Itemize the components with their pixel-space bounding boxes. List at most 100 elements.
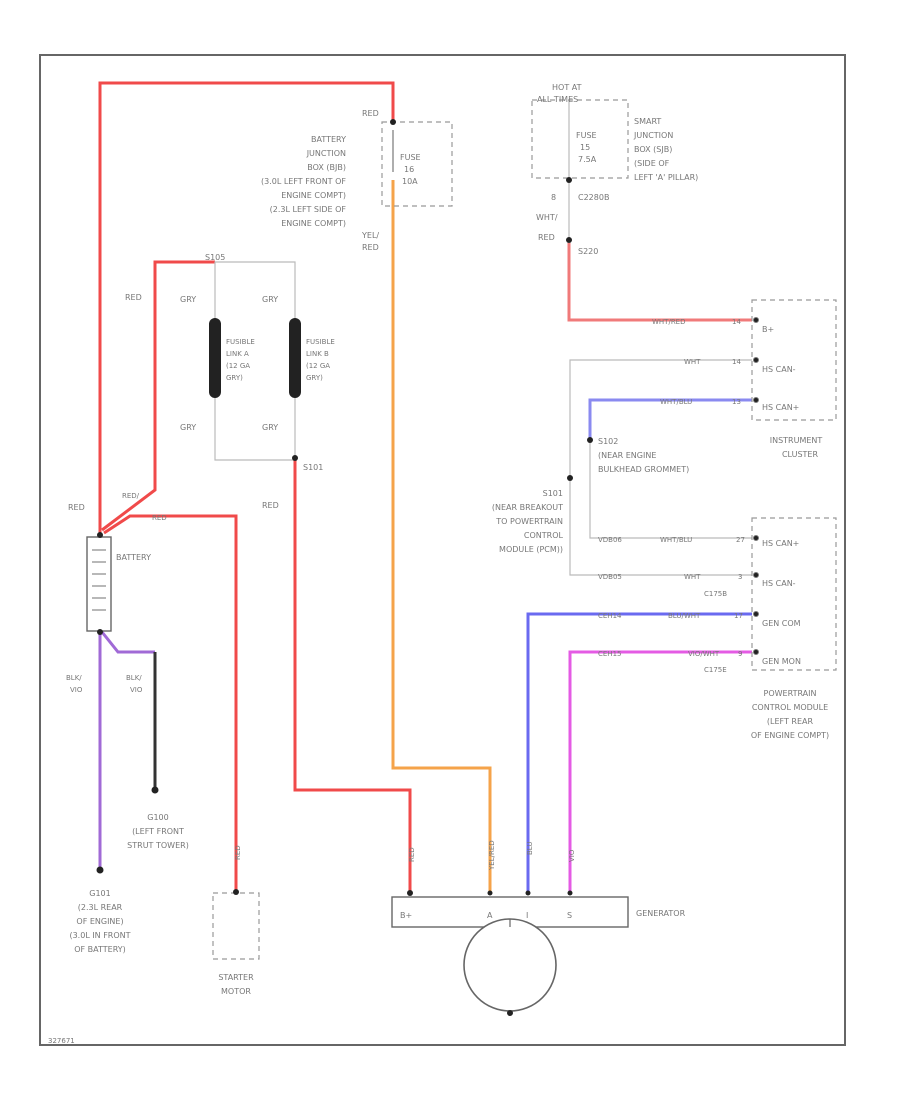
gen-pin-b-label: B+ xyxy=(400,911,412,920)
svg-text:10A: 10A xyxy=(402,177,418,186)
svg-text:LINK B: LINK B xyxy=(306,350,329,358)
svg-text:BOX (BJB): BOX (BJB) xyxy=(307,163,346,172)
blk-vio-label-1: BLK/ VIO xyxy=(66,674,83,694)
blk-vio-label-2: BLK/ VIO xyxy=(126,674,143,694)
svg-text:BLK/: BLK/ xyxy=(66,674,82,682)
svg-text:STRUT TOWER): STRUT TOWER) xyxy=(127,841,189,850)
svg-text:BATTERY: BATTERY xyxy=(311,135,346,144)
wire-blk-vio-2 xyxy=(100,631,155,654)
svg-text:MODULE (PCM)): MODULE (PCM)) xyxy=(499,545,563,554)
sjb-box xyxy=(531,99,629,179)
svg-text:POWERTRAIN: POWERTRAIN xyxy=(764,689,817,698)
svg-text:9: 9 xyxy=(738,650,742,658)
starter-motor-box xyxy=(212,892,260,960)
svg-text:GRY): GRY) xyxy=(306,374,323,382)
ic-pin-num-3: 13 xyxy=(732,398,741,406)
gen-pin-b xyxy=(407,890,413,896)
splice-s102 xyxy=(587,437,593,443)
svg-text:FUSIBLE: FUSIBLE xyxy=(306,338,335,346)
fusible-link-a-label: FUSIBLE LINK A (12 GA GRY) xyxy=(226,338,255,382)
svg-text:VIO: VIO xyxy=(70,686,83,694)
pin-dot xyxy=(753,611,759,617)
ground-g101 xyxy=(96,866,104,874)
battery-red-label: RED xyxy=(68,503,85,512)
svg-text:HS CAN+: HS CAN+ xyxy=(762,539,799,548)
gen-pin-a-label: A xyxy=(487,911,493,920)
starter-terminal xyxy=(233,889,239,895)
gry-label-2: GRY xyxy=(262,295,278,304)
gen-wire-blu-label: BLU xyxy=(526,842,534,855)
svg-text:FUSIBLE: FUSIBLE xyxy=(226,338,255,346)
svg-text:YEL/: YEL/ xyxy=(361,231,379,240)
pcm-label: POWERTRAIN CONTROL MODULE (LEFT REAR OF … xyxy=(751,689,829,740)
battery-red-wire-label-2: RED xyxy=(152,514,167,522)
pcm-box xyxy=(751,517,837,671)
generator-circle xyxy=(463,918,557,1012)
gen-wire-vio-label: VIO xyxy=(568,849,576,862)
svg-text:OF BATTERY): OF BATTERY) xyxy=(74,945,126,954)
wire-wht-1 xyxy=(569,359,752,576)
wire-red-generator xyxy=(293,460,412,892)
svg-text:CONTROL MODULE: CONTROL MODULE xyxy=(752,703,828,712)
svg-text:ENGINE COMPT): ENGINE COMPT) xyxy=(281,191,346,200)
pcm-row-hscan-minus: VDB05 WHT 3 HS CAN- xyxy=(598,573,796,588)
wire-red-main xyxy=(98,81,395,535)
svg-text:17: 17 xyxy=(734,612,743,620)
wire-wht-2 xyxy=(589,440,752,539)
red-label-left: RED xyxy=(125,293,142,302)
gry-label-3: GRY xyxy=(180,423,196,432)
svg-text:BULKHEAD GROMMET): BULKHEAD GROMMET) xyxy=(598,465,689,474)
svg-text:JUNCTION: JUNCTION xyxy=(633,131,673,140)
fusible-link-b-label: FUSIBLE LINK B (12 GA GRY) xyxy=(306,338,335,382)
yel-red-label: YEL/ RED xyxy=(361,231,379,252)
svg-text:CEH14: CEH14 xyxy=(598,612,622,620)
bjb-label: BATTERY JUNCTION BOX (BJB) (3.0L LEFT FR… xyxy=(261,135,346,228)
svg-text:LEFT 'A' PILLAR): LEFT 'A' PILLAR) xyxy=(634,173,698,182)
svg-text:INSTRUMENT: INSTRUMENT xyxy=(770,436,823,445)
svg-text:BOX (SJB): BOX (SJB) xyxy=(634,145,672,154)
battery-pos-terminal xyxy=(97,532,103,538)
svg-text:JUNCTION: JUNCTION xyxy=(306,149,346,158)
svg-text:FUSE: FUSE xyxy=(400,153,421,162)
splice-fuse15 xyxy=(566,177,572,183)
svg-text:MOTOR: MOTOR xyxy=(221,987,251,996)
instrument-box xyxy=(751,299,837,421)
ground-g100-label: G100 (LEFT FRONT STRUT TOWER) xyxy=(127,813,189,850)
svg-text:(NEAR ENGINE: (NEAR ENGINE xyxy=(598,451,656,460)
fuse16-label: FUSE 16 10A xyxy=(400,153,421,186)
pin-dot xyxy=(753,649,759,655)
gry-label-1: GRY xyxy=(180,295,196,304)
bjb-wire-in-label: RED xyxy=(362,109,379,118)
wire-red-fusible xyxy=(101,260,215,532)
splice-s101-label: S101 (NEAR BREAKOUT TO POWERTRAIN CONTRO… xyxy=(492,489,564,554)
svg-text:WHT/: WHT/ xyxy=(536,213,558,222)
pin-dot xyxy=(753,317,759,323)
gry-label-4: GRY xyxy=(262,423,278,432)
svg-text:(LEFT FRONT: (LEFT FRONT xyxy=(132,827,184,836)
pcm-row-gen-mon: CEH15 VIO/WHT 9 GEN MON xyxy=(598,650,801,666)
ic-wire-wht-red: WHT/RED xyxy=(652,318,686,326)
svg-text:CLUSTER: CLUSTER xyxy=(782,450,819,459)
fuse15-label: FUSE 15 7.5A xyxy=(576,131,597,164)
figure-ref-code: 327671 xyxy=(48,1037,75,1045)
svg-text:CEH15: CEH15 xyxy=(598,650,621,658)
diagram-border xyxy=(39,54,846,1046)
hot-at-label: HOT AT ALL TIMES xyxy=(537,83,582,104)
wire-blu xyxy=(526,612,752,892)
wire-red-starter xyxy=(103,514,238,890)
wire-wht-blu xyxy=(588,398,752,440)
svg-text:WHT/BLU: WHT/BLU xyxy=(660,536,692,544)
svg-text:27: 27 xyxy=(736,536,745,544)
generator-ground xyxy=(507,1010,513,1016)
pin-dot xyxy=(753,572,759,578)
svg-text:FUSE: FUSE xyxy=(576,131,597,140)
ic-wire-wht-blu: WHT/BLU xyxy=(660,398,692,406)
pcm-connector-c175b: C175B xyxy=(704,590,727,598)
svg-text:STARTER: STARTER xyxy=(218,973,254,982)
battery-red-wire-label-1: RED/ xyxy=(122,492,140,500)
fusible-link-a xyxy=(209,318,221,398)
battery-label: BATTERY xyxy=(116,553,151,562)
svg-text:CONTROL: CONTROL xyxy=(524,531,564,540)
wire-wht-red xyxy=(567,243,752,322)
fusible-top-label: S105 xyxy=(205,253,225,262)
